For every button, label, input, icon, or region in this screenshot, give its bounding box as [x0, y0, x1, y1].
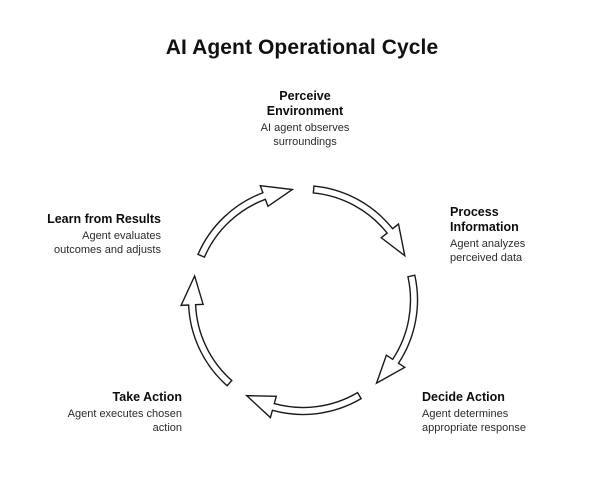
arrow-perceive-to-process-icon: [312, 185, 406, 258]
node-desc-perceive-environment: AI agent observes surroundings: [260, 122, 350, 148]
node-desc-take-action: Agent executes chosen action: [67, 408, 182, 434]
node-desc-process-information: Agent analyzes perceived data: [450, 238, 526, 264]
node-title-perceive-environment: Perceive Environment: [266, 89, 344, 118]
cycle-arrow-group: [180, 184, 419, 419]
node-label-decide-action: Decide Action Agent determines appropria…: [422, 390, 592, 435]
node-desc-learn-from-results: Agent evaluates outcomes and adjusts: [53, 230, 161, 256]
node-label-take-action: Take Action Agent executes chosen action: [10, 390, 182, 435]
page-title: AI Agent Operational Cycle: [165, 36, 439, 59]
node-title-process-information: Process Information: [450, 205, 519, 234]
arrow-decide-to-take-icon: [244, 391, 363, 419]
node-label-perceive-environment: Perceive Environment AI agent observes s…: [225, 89, 385, 149]
arrow-process-to-decide-icon: [375, 274, 419, 385]
node-desc-decide-action: Agent determines appropriate response: [422, 408, 526, 434]
node-title-take-action: Take Action: [112, 390, 182, 404]
node-label-process-information: Process Information Agent analyzes perce…: [450, 205, 600, 265]
node-title-learn-from-results: Learn from Results: [47, 212, 161, 226]
node-title-decide-action: Decide Action: [422, 390, 505, 404]
arrow-learn-to-perceive-icon: [197, 184, 295, 259]
node-label-learn-from-results: Learn from Results Agent evaluates outco…: [4, 212, 161, 257]
arrow-take-to-learn-icon: [180, 274, 233, 387]
